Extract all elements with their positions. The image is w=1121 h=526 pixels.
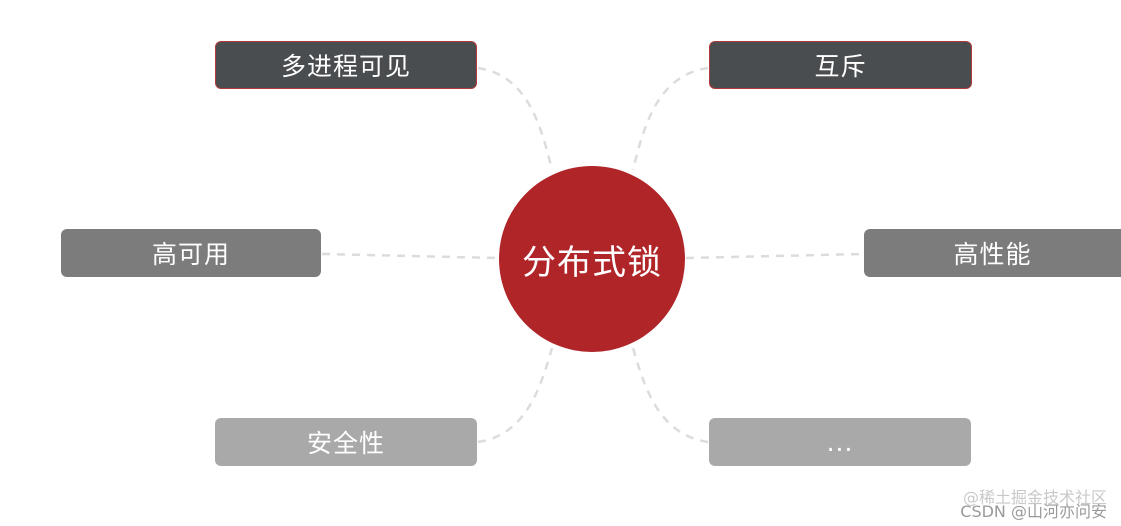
node-more: ... <box>709 418 971 466</box>
node-high-performance: 高性能 <box>864 229 1121 277</box>
node-label: 多进程可见 <box>280 52 411 81</box>
node-security: 安全性 <box>215 418 477 466</box>
node-label: 互斥 <box>814 52 867 81</box>
watermark-line-1: @稀土掘金技术社区 <box>962 488 1107 507</box>
connector-top-right <box>631 66 709 171</box>
node-high-availability: 高可用 <box>61 229 321 277</box>
node-multi-process-visible: 多进程可见 <box>215 41 477 89</box>
connector-mid-right <box>685 252 864 260</box>
node-label: 高可用 <box>151 240 230 269</box>
connector-bottom-left <box>477 347 554 444</box>
node-label: ... <box>826 427 854 457</box>
watermark: @稀土掘金技术社区 CSDN @山河亦问安 <box>960 488 1107 522</box>
node-label: 高性能 <box>953 240 1032 269</box>
node-label: 安全性 <box>306 429 385 458</box>
watermark-line-2: CSDN @山河亦问安 <box>960 502 1107 521</box>
node-mutual-exclusion: 互斥 <box>709 41 972 89</box>
connector-mid-left <box>321 252 499 260</box>
center-label: 分布式锁 <box>522 242 662 283</box>
connector-bottom-right <box>631 347 709 444</box>
connector-top-left <box>477 66 554 171</box>
center-node-distributed-lock: 分布式锁 <box>499 166 685 352</box>
